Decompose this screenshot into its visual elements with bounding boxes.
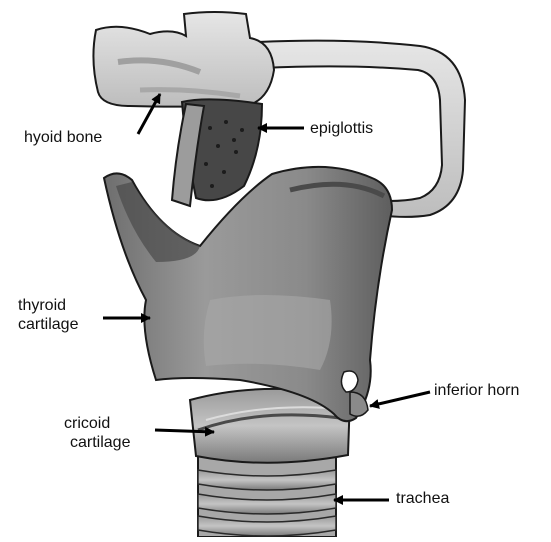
label-epiglottis-text: epiglottis	[310, 119, 373, 138]
label-cricoid-line2: cartilage	[64, 433, 130, 452]
label-cricoid-line1: cricoid	[64, 414, 130, 433]
label-hyoid-bone: hyoid bone	[24, 128, 102, 147]
label-inferior-horn-text: inferior horn	[434, 381, 519, 400]
arrow-cricoid-cartilage	[155, 430, 214, 432]
epiglottis-shape	[172, 99, 262, 206]
thyroid-cartilage-shape	[104, 167, 392, 421]
label-inferior-horn: inferior horn	[434, 381, 519, 400]
label-epiglottis: epiglottis	[310, 119, 373, 138]
label-hyoid-bone-text: hyoid bone	[24, 128, 102, 147]
label-thyroid-cartilage: thyroid cartilage	[18, 296, 78, 334]
label-cricoid-cartilage: cricoid cartilage	[64, 414, 130, 452]
arrow-inferior-horn	[370, 392, 430, 406]
label-thyroid-line1: thyroid	[18, 296, 78, 315]
label-trachea: trachea	[396, 489, 449, 508]
label-thyroid-line2: cartilage	[18, 315, 78, 334]
label-trachea-text: trachea	[396, 489, 449, 508]
trachea-shape	[198, 455, 336, 537]
